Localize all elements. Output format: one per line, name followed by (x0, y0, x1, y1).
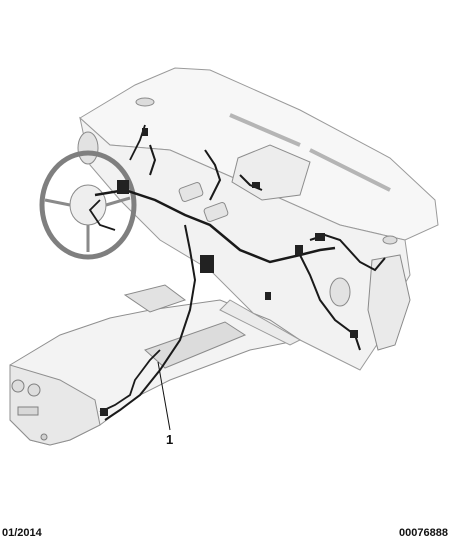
connector (142, 128, 148, 136)
wiring-harness-branch (149, 144, 263, 201)
steering-wheel-spoke (44, 196, 131, 252)
left-air-vent (77, 131, 99, 165)
connector (350, 330, 358, 338)
connector (295, 245, 303, 255)
wiring-harness-main (94, 188, 336, 264)
floor-panel (219, 299, 302, 346)
footer-date: 01/2014 (2, 527, 42, 539)
footer-reference: 00076888 (399, 527, 448, 539)
connector (117, 180, 129, 194)
connector (265, 292, 271, 300)
wiring-harness-branch (104, 224, 197, 421)
right-air-vent (329, 277, 351, 307)
connector (100, 408, 108, 416)
center-air-vent (203, 202, 229, 222)
connector (252, 182, 260, 188)
wiring-harness-branch (99, 349, 161, 413)
right-side-panel (367, 254, 411, 351)
defrost-vent (309, 148, 391, 192)
connector (200, 255, 214, 273)
callout-leader-line (157, 361, 171, 431)
steering-wheel-hub (69, 184, 107, 226)
right-speaker (382, 235, 398, 245)
left-speaker (135, 97, 155, 107)
rear-vent (11, 379, 25, 393)
center-air-vent (178, 182, 204, 202)
steering-wheel (39, 150, 137, 260)
rear-switch (17, 406, 39, 416)
gear-shift-area (123, 284, 187, 313)
rear-socket (40, 433, 48, 441)
connector (315, 233, 325, 241)
callout-number: 1 (166, 432, 174, 447)
rear-vent (27, 383, 41, 397)
defrost-vent (229, 113, 301, 147)
